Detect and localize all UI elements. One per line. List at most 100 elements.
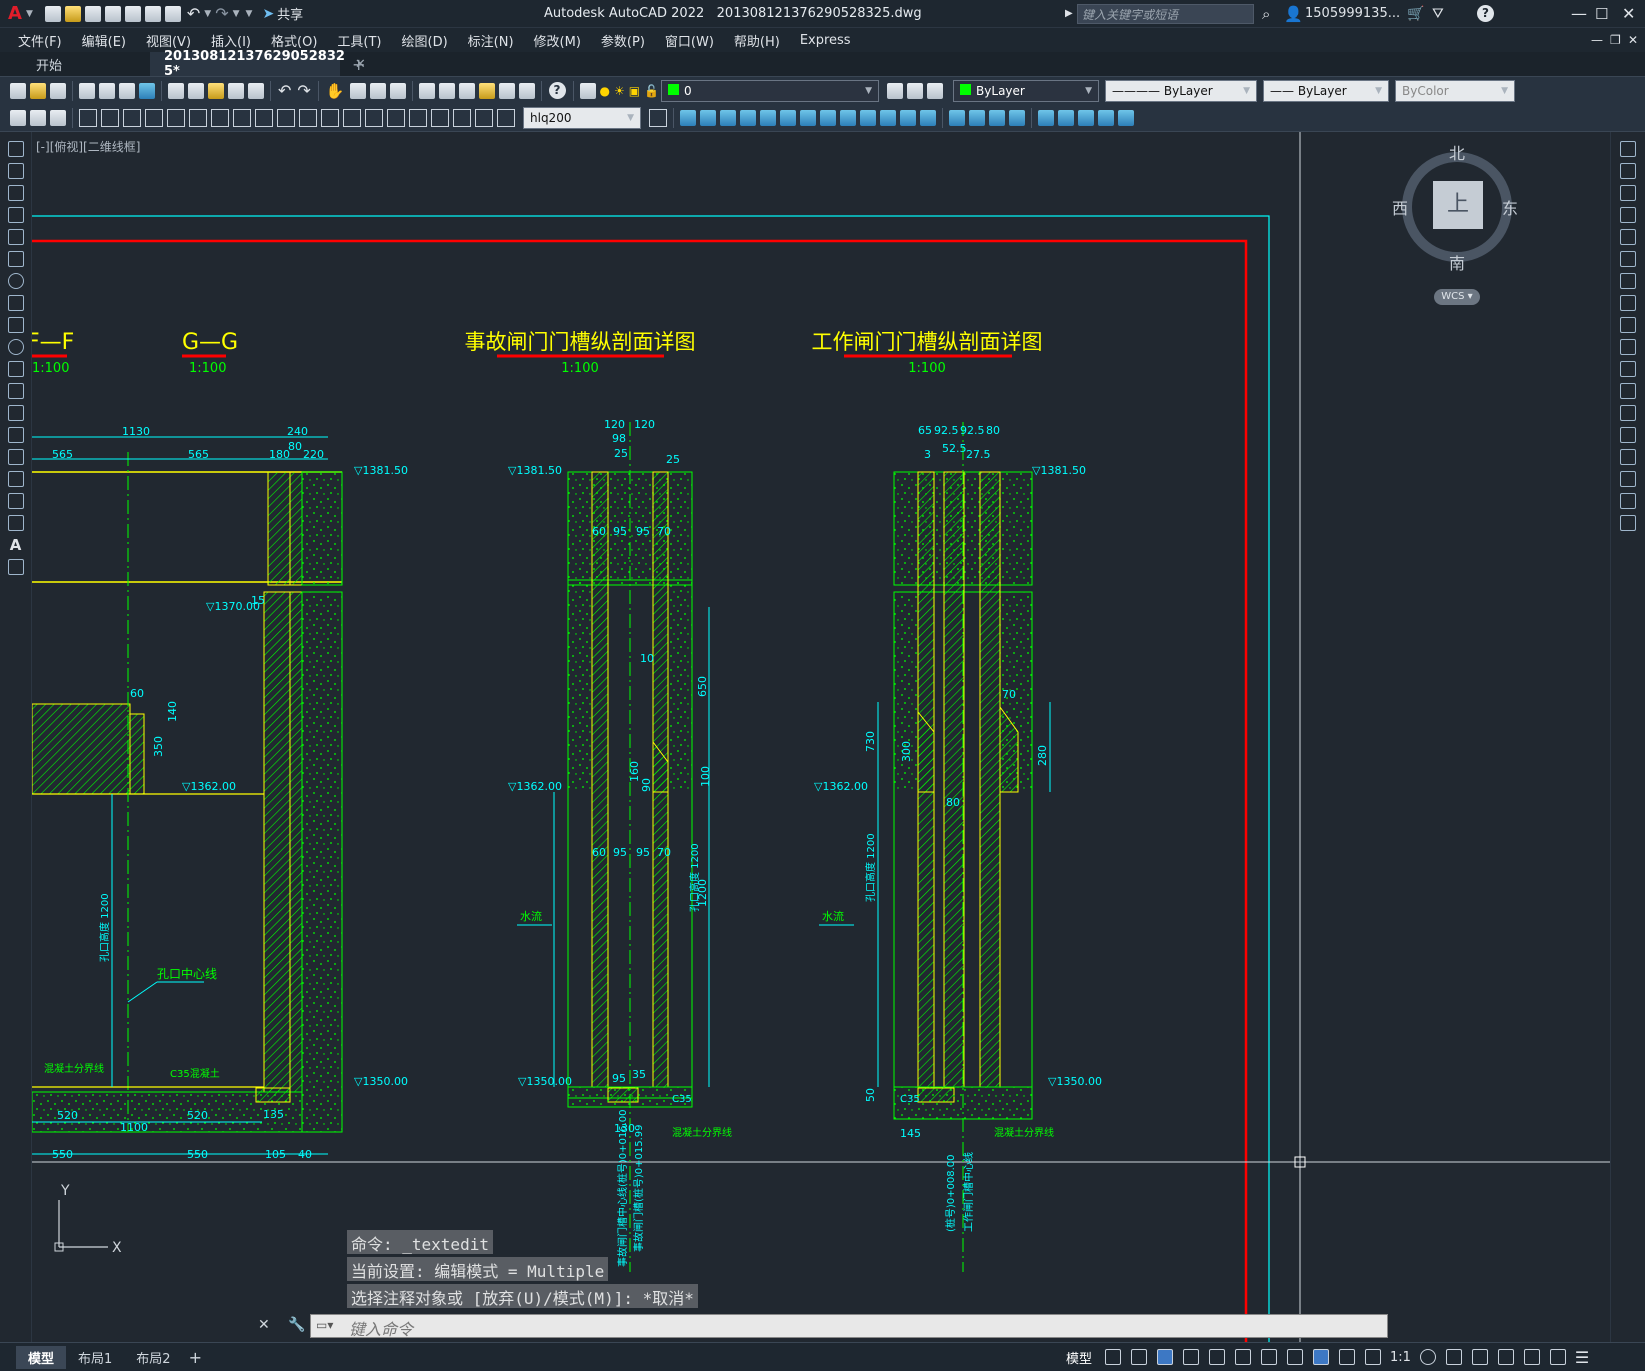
dim-edit-icon[interactable] — [453, 108, 471, 127]
user-icon[interactable]: 👤 — [1284, 4, 1303, 23]
dim-style-icon[interactable] — [649, 108, 667, 127]
tb-3d-print-icon[interactable] — [139, 82, 155, 99]
draw-point-icon[interactable] — [7, 427, 24, 443]
viewcube-east[interactable]: 东 — [1502, 199, 1519, 218]
snap-icon[interactable] — [1131, 1349, 1147, 1365]
tab-close-icon[interactable]: ✕ — [354, 56, 366, 72]
region-icon[interactable] — [7, 493, 24, 509]
polar-icon[interactable] — [1183, 1349, 1199, 1365]
draw-ellipse-arc-icon[interactable] — [7, 361, 24, 377]
modify-offset-icon[interactable] — [740, 109, 756, 126]
tb-block-editor-icon[interactable] — [248, 82, 264, 99]
command-recent-icon[interactable]: ▭▾ — [316, 1318, 334, 1332]
viewcube-west[interactable]: 西 — [1392, 199, 1409, 218]
model-space-toggle[interactable]: 模型 — [1066, 1351, 1093, 1367]
r-offset-icon[interactable] — [1620, 207, 1636, 223]
lineweight-dropdown[interactable]: —— ByLayer▼ — [1263, 79, 1390, 102]
draworder-front-icon[interactable] — [1038, 109, 1054, 126]
save-icon[interactable] — [84, 5, 101, 22]
dim-ordinate-icon[interactable] — [145, 108, 163, 127]
dimstyle-dropdown[interactable]: hlq200▼ — [523, 106, 641, 129]
isolate-objects-icon[interactable] — [1523, 1349, 1540, 1365]
jogged-linear-icon[interactable] — [431, 108, 449, 127]
dim-update-icon[interactable] — [497, 108, 515, 127]
draw-line-icon[interactable] — [7, 141, 24, 157]
cart-icon[interactable]: 🛒 — [1407, 5, 1425, 22]
customize-status-icon[interactable]: ☰ — [1574, 1347, 1590, 1367]
doc-restore-button[interactable]: ❐ — [1610, 33, 1621, 47]
draw-rectangle-icon[interactable] — [7, 229, 24, 245]
tb-redo-icon[interactable]: ↷ — [297, 81, 311, 100]
r-erase-icon[interactable] — [1620, 141, 1636, 157]
dim-linear-icon[interactable] — [79, 108, 97, 127]
draworder-above-icon[interactable] — [1078, 109, 1094, 126]
workspace-gear-icon[interactable] — [1419, 1349, 1436, 1365]
save-as-icon[interactable] — [104, 5, 121, 22]
tb-layer-previous-icon[interactable] — [907, 82, 924, 99]
r-stretch-icon[interactable] — [1620, 317, 1636, 333]
tb-help-icon[interactable]: ? — [548, 82, 566, 99]
dim-aligned-icon[interactable] — [101, 108, 119, 127]
draw-ellipse-icon[interactable] — [7, 339, 24, 355]
modify-explode-icon[interactable] — [1009, 109, 1025, 126]
modify-scale-icon[interactable] — [820, 109, 836, 126]
undo-dropdown-icon[interactable]: ▼ — [204, 8, 212, 19]
dim-space-icon[interactable] — [321, 108, 339, 127]
lineweight-icon[interactable] — [1287, 1349, 1303, 1365]
r-mirror-icon[interactable] — [1620, 185, 1636, 201]
viewport-label[interactable]: [-][俯视][二维线框] — [36, 140, 141, 154]
make-block-icon[interactable] — [7, 405, 24, 421]
tb-new-icon[interactable] — [10, 82, 26, 99]
save-web-icon[interactable] — [144, 5, 161, 22]
app-menu-chevron-icon[interactable]: ▼ — [25, 8, 33, 19]
tolerance-icon[interactable] — [365, 108, 383, 127]
color-dropdown[interactable]: ByLayer▼ — [953, 79, 1100, 102]
r-blend-icon[interactable] — [1620, 493, 1636, 509]
modify-erase-icon[interactable] — [680, 109, 696, 126]
share-button[interactable]: 共享 — [277, 8, 304, 23]
viewcube-north[interactable]: 北 — [1449, 144, 1466, 163]
menu-window[interactable]: 窗口(W) — [664, 34, 714, 50]
tb-pan-icon[interactable]: ✋ — [325, 81, 345, 100]
r-explode-icon[interactable] — [1620, 515, 1636, 531]
draw-arc-icon[interactable] — [7, 251, 24, 267]
tb-layer-states-icon[interactable] — [927, 82, 944, 99]
dim-angular-icon[interactable] — [233, 108, 251, 127]
r-rotate-icon[interactable] — [1620, 273, 1636, 289]
menu-format[interactable]: 格式(O) — [271, 34, 318, 50]
draworder-text-icon[interactable] — [1118, 109, 1134, 126]
tb-undo-icon[interactable]: ↶ — [278, 81, 292, 100]
tb-save-icon[interactable] — [50, 82, 66, 99]
plot-icon[interactable] — [164, 5, 181, 22]
redo-dropdown-icon[interactable]: ▼ — [232, 8, 240, 19]
plotstyle-dropdown[interactable]: ByColor▼ — [1395, 79, 1516, 102]
dim-radius-icon[interactable] — [167, 108, 185, 127]
menu-view[interactable]: 视图(V) — [145, 34, 192, 50]
draw-polyline-icon[interactable] — [7, 185, 24, 201]
menu-draw[interactable]: 绘图(D) — [401, 34, 448, 50]
hatch-icon[interactable] — [7, 449, 24, 465]
autoscale-icon[interactable] — [1339, 1349, 1355, 1365]
tb-tool-palettes-icon[interactable] — [458, 82, 475, 99]
r-copy-icon[interactable] — [1620, 163, 1636, 179]
tb-calculator-icon[interactable] — [518, 82, 535, 99]
search-input[interactable]: 键入关键字或短语 — [1077, 4, 1254, 24]
table-icon[interactable] — [7, 515, 24, 531]
open-web-icon[interactable] — [124, 5, 141, 22]
draw-revcloud-icon[interactable] — [7, 295, 24, 311]
modify-mirror-icon[interactable] — [720, 109, 736, 126]
user-name[interactable]: 1505999135... — [1305, 6, 1401, 21]
menu-parametric[interactable]: 参数(P) — [600, 34, 645, 50]
tab-start[interactable]: 开始 — [36, 58, 63, 74]
insert-block-icon[interactable] — [7, 383, 24, 399]
tb-copy-icon[interactable] — [188, 82, 204, 99]
r-scale-icon[interactable] — [1620, 295, 1636, 311]
modify-break-icon[interactable] — [900, 109, 916, 126]
doc-minimize-button[interactable]: — — [1591, 33, 1603, 47]
redo-icon[interactable]: ↷ — [215, 4, 229, 23]
draw-polygon-icon[interactable] — [7, 207, 24, 223]
tb-open-icon[interactable] — [30, 82, 46, 99]
modify-copy-icon[interactable] — [700, 109, 716, 126]
tb-markup-icon[interactable] — [498, 82, 515, 99]
r-join-icon[interactable] — [1620, 427, 1636, 443]
